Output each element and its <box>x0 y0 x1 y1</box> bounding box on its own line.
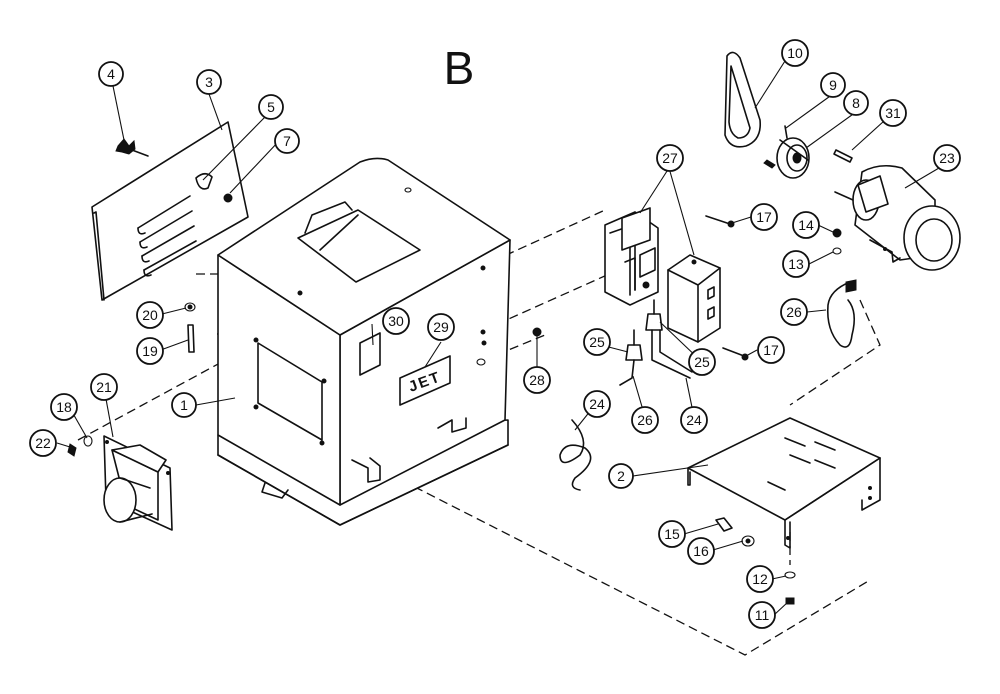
svg-text:31: 31 <box>885 105 901 121</box>
svg-text:16: 16 <box>693 543 709 559</box>
callout-19: 19 <box>136 337 164 365</box>
svg-text:11: 11 <box>755 607 770 623</box>
callout-14: 14 <box>792 211 820 239</box>
callout-11: 11 <box>748 601 776 629</box>
nut <box>223 193 233 203</box>
callout-5: 5 <box>258 94 284 120</box>
svg-text:8: 8 <box>852 95 860 111</box>
screw <box>67 443 77 457</box>
washer <box>832 247 842 255</box>
svg-text:9: 9 <box>829 77 837 93</box>
pulley <box>763 125 810 179</box>
svg-text:24: 24 <box>589 396 605 412</box>
cabinet: JET <box>217 157 511 526</box>
svg-text:19: 19 <box>142 343 158 359</box>
washer <box>184 302 196 312</box>
svg-text:26: 26 <box>786 304 802 320</box>
motor-plate <box>687 417 881 549</box>
callout-4: 4 <box>98 61 124 87</box>
callout-22: 22 <box>29 429 57 457</box>
svg-text:12: 12 <box>752 571 768 587</box>
svg-text:3: 3 <box>205 74 213 90</box>
callout-23: 23 <box>933 144 961 172</box>
nut <box>832 228 842 238</box>
callout-20: 20 <box>136 301 164 329</box>
svg-text:24: 24 <box>686 412 702 428</box>
callout-8: 8 <box>843 90 869 116</box>
callout-21: 21 <box>90 373 118 401</box>
strain-relief <box>625 344 643 361</box>
svg-text:18: 18 <box>56 399 72 415</box>
callout-16: 16 <box>687 537 715 565</box>
svg-text:10: 10 <box>787 45 803 61</box>
screw <box>722 347 745 357</box>
svg-text:5: 5 <box>267 99 275 115</box>
callout-17-lower: 17 <box>757 336 785 364</box>
callout-24-left: 24 <box>583 390 611 418</box>
callout-25-right: 25 <box>688 348 716 376</box>
switch-box <box>667 254 721 343</box>
power-cord <box>826 281 856 348</box>
callout-13: 13 <box>782 250 810 278</box>
washer <box>83 435 93 447</box>
callout-2: 2 <box>608 463 634 489</box>
callout-17-upper: 17 <box>750 203 778 231</box>
svg-text:14: 14 <box>798 217 814 233</box>
svg-text:20: 20 <box>142 307 158 323</box>
pin <box>187 324 195 353</box>
nut <box>532 327 542 337</box>
callout-26-cord: 26 <box>780 298 808 326</box>
cord-coil <box>559 419 592 491</box>
motor <box>834 164 961 271</box>
svg-text:29: 29 <box>433 319 449 335</box>
callout-10: 10 <box>781 39 809 67</box>
svg-text:17: 17 <box>763 342 779 358</box>
svg-text:25: 25 <box>694 354 710 370</box>
svg-text:1: 1 <box>180 397 188 413</box>
callout-27: 27 <box>656 144 684 172</box>
svg-text:7: 7 <box>283 133 291 149</box>
key <box>833 149 853 163</box>
callout-12: 12 <box>746 565 774 593</box>
knob <box>115 138 149 157</box>
callout-15: 15 <box>658 520 686 548</box>
cover-panel <box>91 121 249 301</box>
callout-25-left: 25 <box>583 328 611 356</box>
svg-text:25: 25 <box>589 334 605 350</box>
bolt <box>715 517 733 532</box>
callout-30: 30 <box>382 307 410 335</box>
svg-text:30: 30 <box>388 313 404 329</box>
callout-26-lower: 26 <box>631 406 659 434</box>
callout-28: 28 <box>523 366 551 394</box>
svg-text:28: 28 <box>529 372 545 388</box>
svg-text:21: 21 <box>96 379 112 395</box>
dust-port <box>103 435 173 531</box>
svg-text:2: 2 <box>617 468 625 484</box>
leader-lines <box>56 60 940 616</box>
latch <box>195 172 213 190</box>
callout-3: 3 <box>196 69 222 95</box>
callout-29: 29 <box>427 313 455 341</box>
svg-text:27: 27 <box>662 150 678 166</box>
svg-text:13: 13 <box>788 256 804 272</box>
callout-7: 7 <box>274 128 300 154</box>
screw <box>705 215 731 225</box>
diagram-title: B <box>444 42 475 94</box>
callout-18: 18 <box>50 393 78 421</box>
strain-relief <box>645 313 663 331</box>
callout-1: 1 <box>171 392 197 418</box>
callout-24-right: 24 <box>680 406 708 434</box>
svg-text:26: 26 <box>637 412 653 428</box>
svg-text:17: 17 <box>756 209 772 225</box>
magnetic-switch <box>604 207 659 306</box>
svg-text:4: 4 <box>107 66 115 82</box>
svg-text:22: 22 <box>35 435 51 451</box>
svg-text:15: 15 <box>664 526 680 542</box>
svg-text:23: 23 <box>939 150 955 166</box>
washer <box>784 571 796 579</box>
callout-9: 9 <box>820 72 846 98</box>
callout-31: 31 <box>879 99 907 127</box>
